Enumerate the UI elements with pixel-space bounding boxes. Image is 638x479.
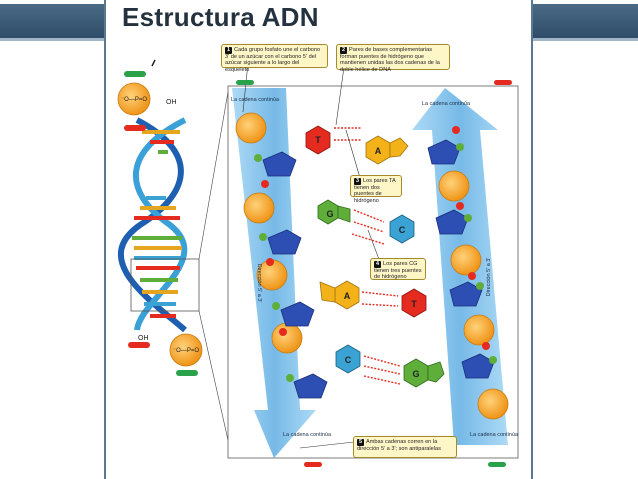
svg-text:C: C <box>399 225 406 235</box>
strand-label-right-bottom: La cadena continúa <box>470 432 519 438</box>
strand-label-left-top: La cadena continúa <box>231 97 280 103</box>
slide-title: Estructura ADN <box>122 2 319 32</box>
detail-frame <box>227 85 519 459</box>
base-T-2 <box>401 288 427 318</box>
slide-border-left <box>104 0 106 479</box>
strand-label-right-top: La cadena continúa <box>422 101 471 107</box>
strand-direction-right: Dirección 5' a 3' <box>486 258 492 297</box>
header-band-left <box>0 4 104 38</box>
svg-text:⁻O—P=O: ⁻O—P=O <box>121 97 147 103</box>
svg-text:A: A <box>375 146 382 156</box>
left-strand <box>232 88 328 458</box>
header-band-right-line <box>533 38 638 41</box>
oh-top-label: OH <box>166 99 177 106</box>
slide-border-right <box>531 0 533 479</box>
svg-text:A: A <box>344 291 351 301</box>
svg-text:G: G <box>326 209 333 219</box>
base-T-1 <box>305 125 331 155</box>
double-helix <box>117 91 229 441</box>
base-C-1 <box>389 214 415 244</box>
base-pairs: T A G C A T C G <box>305 125 445 388</box>
right-strand <box>412 88 509 445</box>
strand-label-left-bottom: La cadena continúa <box>283 432 332 438</box>
phosphate-group-bottom: OH ⁻O—P=O <box>128 333 203 376</box>
svg-text:G: G <box>412 369 419 379</box>
base-C-2 <box>335 344 361 374</box>
header-band-left-line <box>0 38 104 41</box>
header-band-right <box>533 4 638 38</box>
oh-bottom-label: OH <box>138 335 149 342</box>
phosphate-group-top: ⁻O—P=O OH <box>117 59 177 131</box>
svg-text:T: T <box>411 299 417 309</box>
strand-direction-left: Dirección 5' a 3' <box>256 264 262 303</box>
svg-text:⁻O—P=O: ⁻O—P=O <box>173 348 199 354</box>
svg-text:T: T <box>315 135 321 145</box>
svg-text:C: C <box>345 355 352 365</box>
